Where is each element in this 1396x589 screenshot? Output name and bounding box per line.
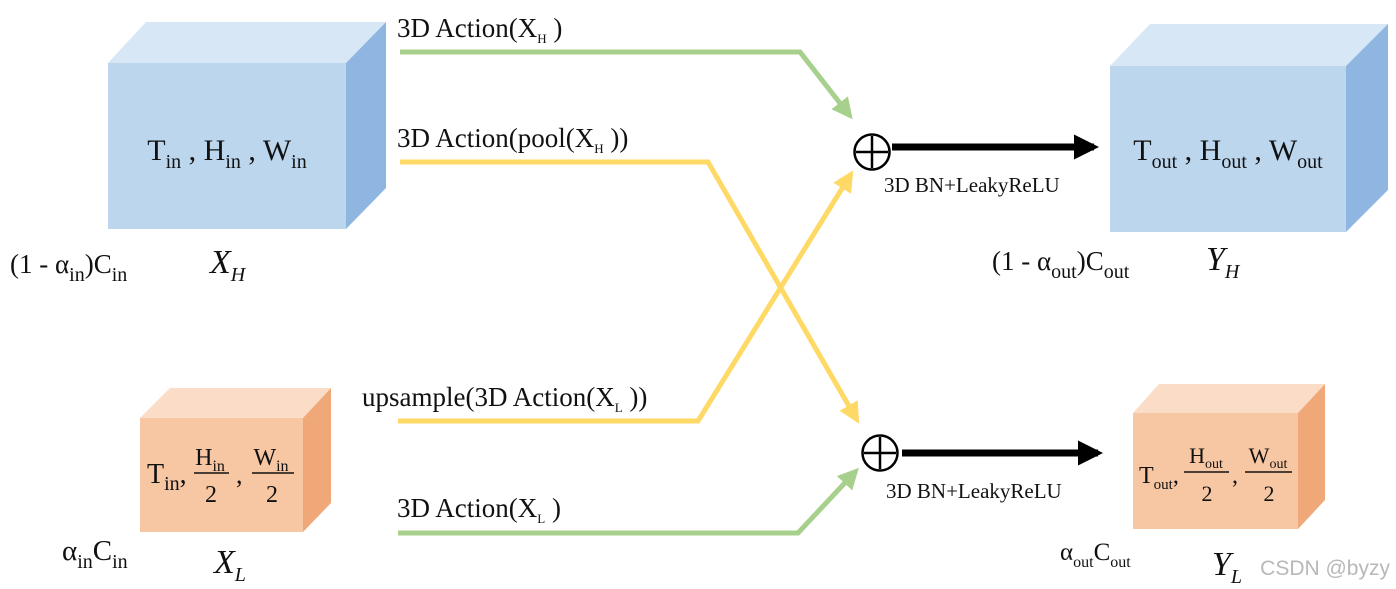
input-low-channels: αinCin (62, 535, 128, 573)
cube-front-face (140, 418, 303, 532)
svg-text:2: 2 (266, 482, 278, 508)
sum-node-low (861, 434, 899, 472)
output-low-var: YL (1212, 546, 1242, 588)
post-op-label-low: 3D BN+LeakyReLU (886, 479, 1062, 503)
cube-top-face (1110, 24, 1388, 66)
input-low-var: XL (212, 544, 246, 586)
output-high-channels: (1 - αout)Cout (992, 246, 1130, 283)
post-op-label-high: 3D BN+LeakyReLU (884, 173, 1060, 197)
svg-text:2: 2 (205, 482, 217, 508)
svg-text:2: 2 (1264, 481, 1275, 506)
path-high-to-low-arrow (400, 159, 860, 424)
input-high-channels: (1 - αin)Cin (10, 249, 127, 286)
output-high-var: YH (1206, 241, 1241, 283)
cube-top-face (140, 388, 331, 418)
output-low-cube: Tout, Hout 2 , Wout 2 (1133, 384, 1325, 529)
cube-side-face (303, 388, 331, 532)
sum-node-high (853, 133, 891, 171)
input-high-cube: Tin , Hin , Win (108, 22, 386, 229)
svg-text:,: , (1232, 463, 1238, 489)
path-high-to-low-label: 3D Action(pool(XH )) (397, 123, 628, 156)
cube-side-face (1298, 384, 1325, 529)
path-low-to-low-arrow (398, 467, 859, 536)
cube-side-face (346, 22, 386, 229)
watermark: CSDN @byzy (1260, 557, 1390, 580)
output-low-channels: αoutCout (1060, 539, 1131, 571)
cube-top-face (1133, 384, 1325, 413)
cube-front-face (1110, 66, 1346, 232)
cube-side-face (1346, 24, 1388, 232)
cube-front-face (1133, 413, 1298, 529)
input-low-cube: Tin, Hin 2 , Win 2 (140, 388, 331, 532)
svg-text:,: , (236, 460, 243, 489)
output-high-cube: Tout , Hout , Wout (1110, 24, 1388, 232)
cube-top-face (108, 22, 386, 63)
input-high-var: XH (208, 244, 247, 286)
path-low-to-low-label: 3D Action(XL ) (397, 493, 561, 526)
cube-front-face (108, 63, 346, 229)
input-high-dims: Tin , Hin , Win (147, 134, 306, 173)
path-low-to-high-label: upsample(3D Action(XL )) (362, 382, 647, 415)
svg-text:2: 2 (1202, 481, 1213, 506)
path-high-to-high-label: 3D Action(XH ) (397, 13, 562, 46)
path-high-to-high-arrow (400, 49, 853, 120)
svg-text:Win: Win (253, 445, 288, 475)
path-low-to-high-arrow (398, 170, 854, 424)
